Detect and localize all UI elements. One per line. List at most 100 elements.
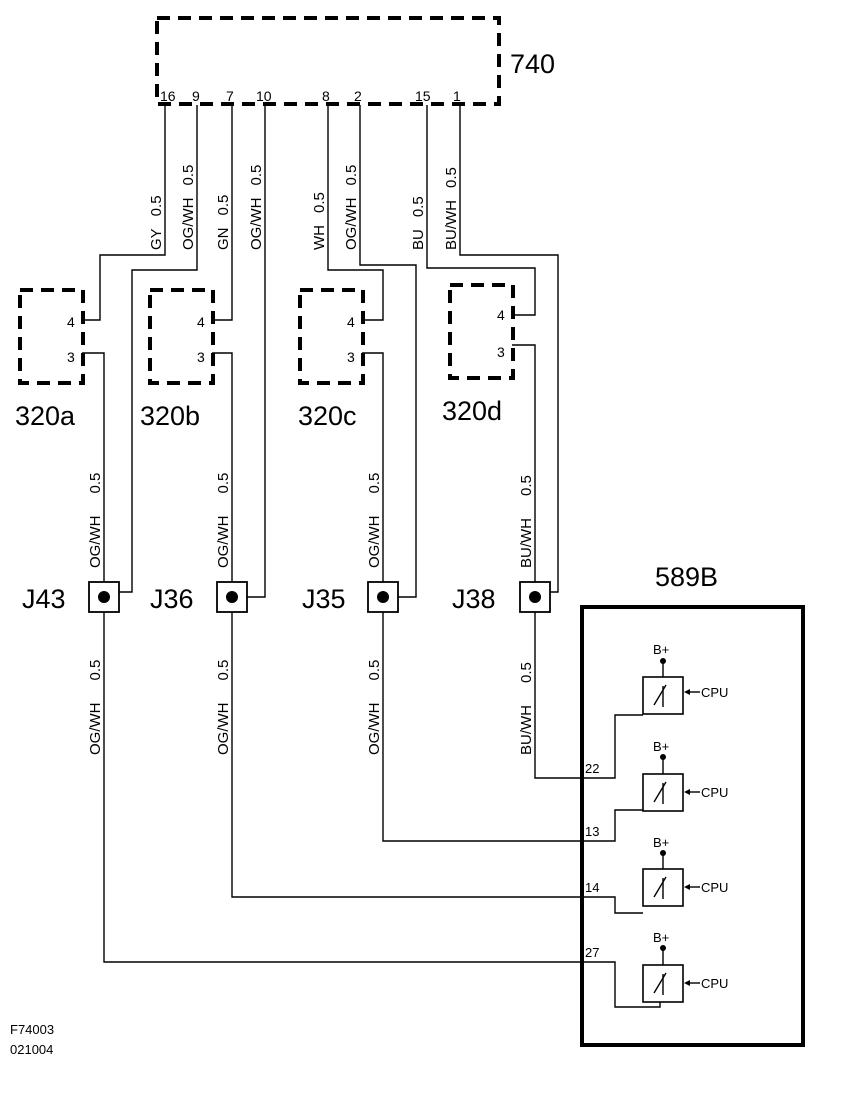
wire-labels-lower: OG/WH0.5 OG/WH0.5 OG/WH0.5 BU/WH0.5 [87, 660, 535, 755]
wire-320a-j43 [82, 352, 105, 582]
wire-labels-middle: OG/WH0.5 OG/WH0.5 OG/WH0.5 BU/WH0.5 [87, 473, 535, 568]
junction-j38: J38 [452, 581, 551, 614]
svg-text:GN0.5: GN0.5 [215, 195, 232, 250]
module-driver-3: B+ CPU [642, 835, 728, 907]
module-pin-14: 14 [585, 880, 599, 895]
pin-740-10: 10 [256, 88, 272, 104]
junction-j38-dot [529, 591, 541, 603]
wire-label-bu: BU0.5 [410, 196, 427, 250]
bplus-label: B+ [653, 930, 669, 945]
sensor-320d-pin4: 4 [497, 307, 505, 323]
internal-wire-13 [583, 809, 643, 842]
junction-j35-label: J35 [302, 584, 346, 614]
bplus-label: B+ [653, 739, 669, 754]
pin-740-15: 15 [415, 88, 431, 104]
wire-label-low-j43: OG/WH0.5 [87, 660, 104, 755]
wire-label-mid-320b: OG/WH0.5 [215, 473, 232, 568]
arrow-icon [684, 789, 690, 795]
bplus-label: B+ [653, 642, 669, 657]
sensor-320a-pin3: 3 [67, 349, 75, 365]
switch-icon [653, 684, 667, 706]
switch-icon [653, 876, 667, 898]
wire-label-ogwh-10: OG/WH0.5 [248, 165, 265, 250]
sensor-320a-label: 320a [15, 401, 76, 431]
module-589b-label: 589B [655, 562, 718, 592]
wire-label-gy: GY0.5 [148, 195, 165, 250]
junction-j35-dot [377, 591, 389, 603]
wire-label-low-j35: OG/WH0.5 [366, 660, 383, 755]
junction-j35: J35 [302, 581, 399, 614]
sensor-320b: 4 3 320b [140, 288, 215, 431]
sensor-320c-label: 320c [298, 401, 357, 431]
module-pin-13: 13 [585, 824, 599, 839]
sensor-320c-pin4: 4 [347, 314, 355, 330]
wire-ogwh-740-10 [246, 105, 266, 598]
wires-upper [82, 105, 559, 598]
junction-j36-label: J36 [150, 584, 194, 614]
svg-text:OG/WH0.5: OG/WH0.5 [343, 165, 360, 250]
bplus-dot [660, 850, 666, 856]
module-589b: 589B 22 13 14 27 B+ CPU B+ [580, 562, 805, 1047]
cpu-label: CPU [701, 685, 728, 700]
sensor-320c: 4 3 320c [298, 288, 365, 431]
wire-label-low-j38: BU/WH0.5 [518, 662, 535, 755]
wire-ogwh-740-9 [118, 105, 198, 593]
cpu-label: CPU [701, 880, 728, 895]
wire-labels-upper: GY0.5 OG/WH0.5 GN0.5 OG/WH0.5 WH0.5 OG/W… [148, 165, 460, 250]
internal-wire-27 [583, 961, 661, 1008]
svg-text:OG/WH0.5: OG/WH0.5 [87, 473, 104, 568]
cpu-label: CPU [701, 976, 728, 991]
pin-740-1: 1 [453, 88, 461, 104]
svg-text:GY0.5: GY0.5 [148, 195, 165, 250]
module-driver-4: B+ CPU [642, 930, 728, 1003]
wire-320b-j36 [212, 352, 233, 582]
junction-j36: J36 [150, 581, 248, 614]
bplus-label: B+ [653, 835, 669, 850]
arrow-icon [684, 980, 690, 986]
junction-j43: J43 [22, 581, 120, 614]
bplus-dot [660, 658, 666, 664]
svg-text:BU/WH0.5: BU/WH0.5 [518, 662, 535, 755]
wire-gy-740-16 [82, 105, 166, 321]
svg-text:OG/WH0.5: OG/WH0.5 [366, 660, 383, 755]
figure-date: 021004 [10, 1042, 53, 1057]
svg-text:BU/WH0.5: BU/WH0.5 [443, 167, 460, 250]
module-pin-22: 22 [585, 761, 599, 776]
internal-wire-22 [583, 714, 643, 779]
wire-bu-740-15 [426, 105, 536, 316]
wire-j35-589b-13 [382, 612, 583, 842]
svg-text:OG/WH0.5: OG/WH0.5 [180, 165, 197, 250]
sensor-320b-pin4: 4 [197, 314, 205, 330]
switch-icon [653, 781, 667, 803]
component-740: 740 16 9 7 10 8 2 15 1 [155, 16, 555, 106]
wire-label-buwh-1: BU/WH0.5 [443, 167, 460, 250]
wire-j43-589b-27 [103, 612, 583, 963]
sensor-320d-label: 320d [442, 396, 502, 426]
svg-text:OG/WH0.5: OG/WH0.5 [87, 660, 104, 755]
bplus-dot [660, 945, 666, 951]
wire-j36-589b-14 [231, 612, 583, 898]
wire-j38-589b-22 [534, 612, 583, 779]
wire-wh-740-8 [327, 105, 384, 321]
pin-740-2: 2 [354, 88, 362, 104]
figure-code: F74003 [10, 1022, 54, 1037]
wire-label-gn: GN0.5 [215, 195, 232, 250]
wire-label-ogwh-9: OG/WH0.5 [180, 165, 197, 250]
svg-text:BU/WH0.5: BU/WH0.5 [518, 475, 535, 568]
sensor-320a-pin4: 4 [67, 314, 75, 330]
svg-text:BU0.5: BU0.5 [410, 196, 427, 250]
arrow-icon [684, 884, 690, 890]
wires-middle [82, 344, 536, 582]
internal-wire-14 [583, 896, 643, 914]
wire-ogwh-740-2 [359, 105, 417, 598]
module-driver-1: B+ CPU [642, 642, 728, 715]
sensor-320b-pin3: 3 [197, 349, 205, 365]
junction-j36-dot [226, 591, 238, 603]
module-pin-27: 27 [585, 945, 599, 960]
wire-320d-j38 [512, 344, 536, 582]
wire-label-mid-320c: OG/WH0.5 [366, 473, 383, 568]
wire-label-mid-320a: OG/WH0.5 [87, 473, 104, 568]
component-740-label: 740 [510, 49, 555, 79]
pin-740-16: 16 [160, 88, 176, 104]
